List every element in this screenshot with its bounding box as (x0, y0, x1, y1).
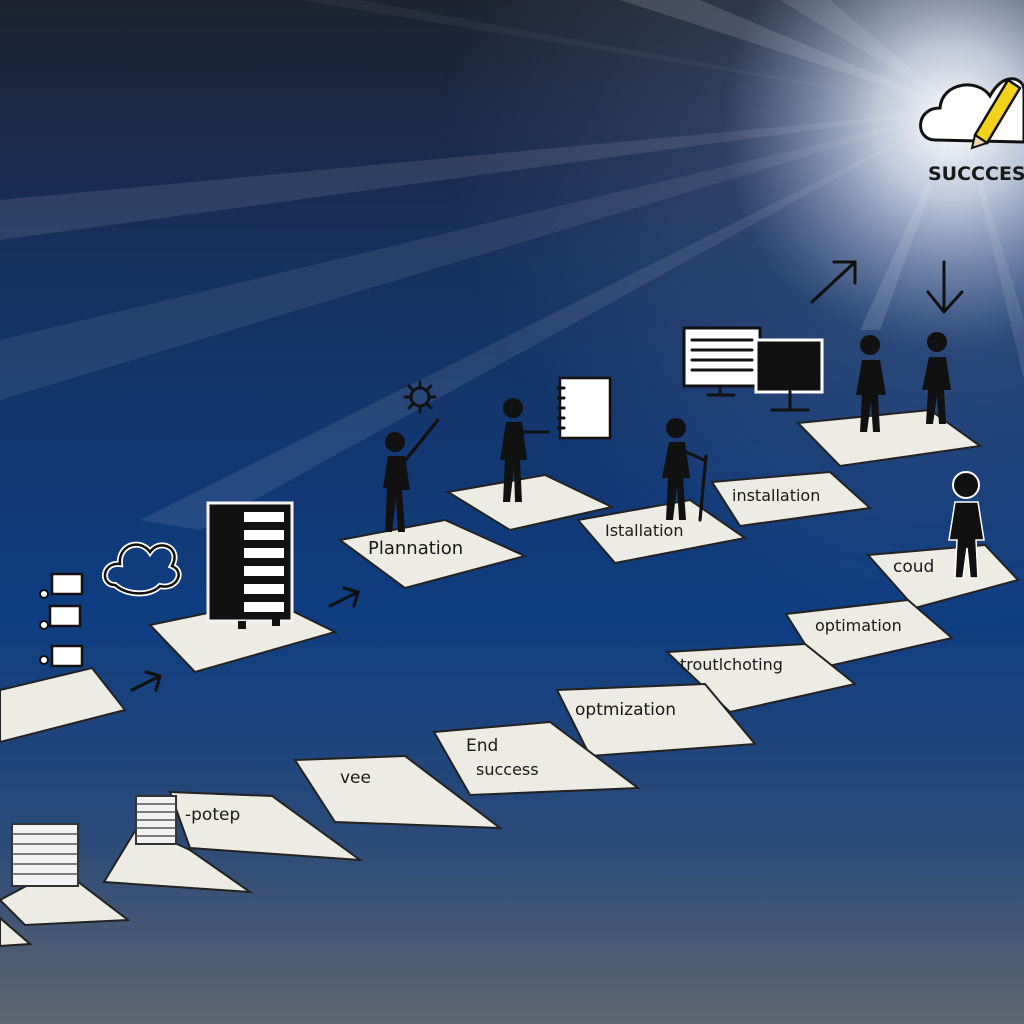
tile-troubleshooting-label: troutlchoting (680, 655, 783, 674)
document-monitor-icon (682, 326, 762, 397)
person-presenting-figure (500, 398, 550, 502)
paper-stack-icon (135, 795, 177, 845)
notebook-icon (556, 376, 612, 440)
tile-vee: vee (293, 754, 504, 830)
person-on-cloud-tile-figure (948, 471, 985, 579)
tile-start (0, 666, 127, 744)
tile-istallation: Istallation (576, 498, 748, 565)
tile-coud: coud (865, 543, 1020, 610)
tile-potep: -potep (168, 790, 364, 862)
tile-optimation: optimation (784, 598, 955, 670)
gear-icon (403, 380, 437, 414)
arrow-right-icon-2 (328, 586, 360, 608)
drawer-stack-icon (39, 572, 84, 668)
standing-person-figure (856, 335, 886, 432)
arrow-right-icon (130, 670, 162, 692)
tile-coud-label: coud (893, 557, 934, 577)
tile-installation-label: installation (732, 486, 820, 505)
arrow-up-icon (810, 260, 857, 304)
tile-plannation: Plannation (337, 518, 528, 590)
tile-optimization-label: optmization (575, 700, 676, 720)
tile-potep-label: -potep (185, 805, 240, 825)
pencil-icon (970, 78, 1022, 150)
goal-label: SUCCCES (928, 163, 1024, 185)
tile-vee-label: vee (340, 768, 371, 788)
monitor-icon (754, 338, 824, 412)
tile-optimation-label: optimation (815, 616, 902, 635)
tile-installation: installation (710, 470, 873, 528)
server-rack-icon (206, 501, 294, 629)
tile-notebook (445, 473, 616, 532)
tile-plannation-label: Plannation (368, 538, 463, 559)
tile-istallation-label: Istallation (605, 521, 683, 540)
standing-person-figure-2 (922, 332, 951, 424)
arrow-down-icon (926, 260, 964, 314)
person-with-cane-figure (662, 418, 708, 522)
tile-end-label: End (466, 736, 498, 756)
tile-success-label: success (476, 760, 539, 779)
person-pointing-figure (383, 418, 440, 532)
tile-monitor-people (795, 408, 983, 468)
thought-cloud-icon (102, 541, 182, 597)
tile-optimization: optmization (555, 682, 758, 758)
paper-stack-icon-2 (11, 823, 79, 887)
tile-end-success: End success (432, 720, 641, 797)
